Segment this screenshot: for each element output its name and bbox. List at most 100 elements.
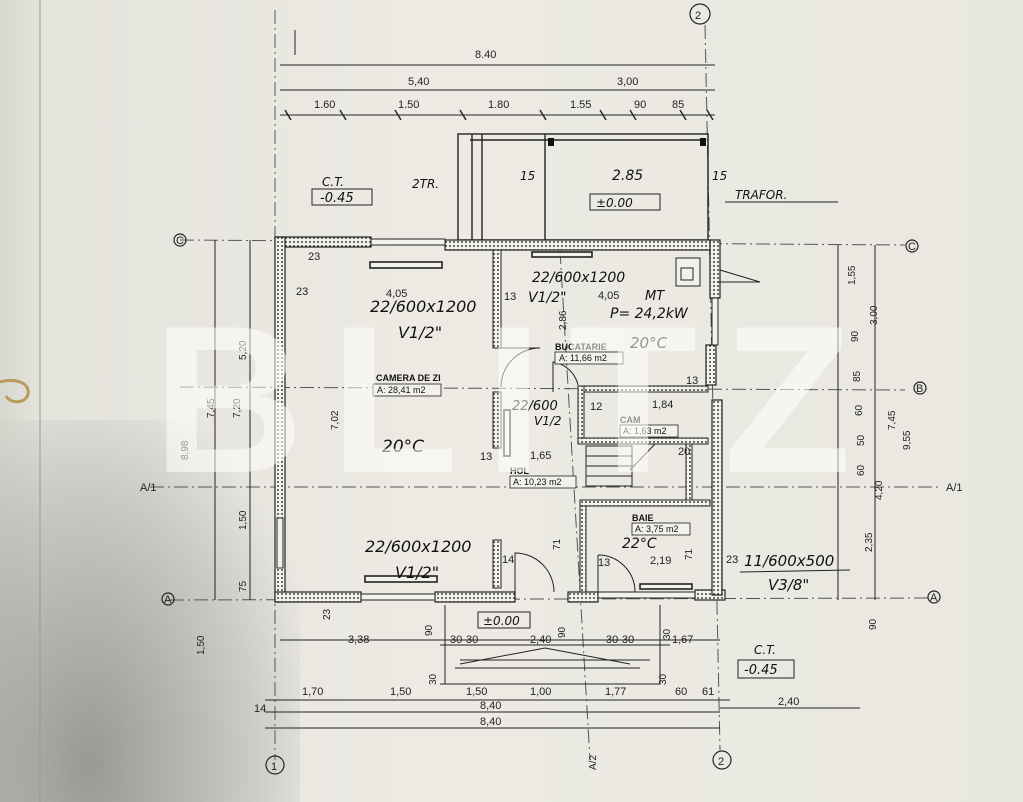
bottom-dim-r1: 30 [622,634,634,646]
bottom-dim-r2: 1,77 [605,686,626,698]
wall-mark: 20 [678,446,690,458]
bucatarie-mt: MT [645,289,665,304]
bottom-dim-r1: 1,67 [672,634,693,646]
bottom-dim-r2: 60 [675,686,687,698]
bucatarie-name: BUCATARIE [555,342,607,352]
ct-top-box [311,188,373,206]
entrance-steps [440,605,670,685]
right-dim: 90 [868,618,879,630]
cam-area: A: 1,63 m2 [623,426,667,436]
left-dim: 7,20 [232,398,243,418]
right-dim-lines [837,245,876,600]
left-dim: 7,45 [206,398,217,418]
wall-mark: 13 [504,291,516,303]
ct-bottom-box [737,659,795,679]
wall-mark: 23 [726,554,738,566]
bottom-dim-r1: 30 [662,628,673,640]
right-dim: 50 [856,434,867,446]
axis-marker-b-right [913,381,927,395]
bottom-dim-r2: 1,70 [302,686,323,698]
camera-radiator-top-valve: V1/2" [398,323,442,342]
left-dim-lines [214,240,251,600]
wall-mark: 23 [322,608,333,620]
ct-top-label: C.T. [322,175,344,189]
axis-label-a-left: A [164,594,172,606]
hol-dim-2: 1,84 [652,399,673,411]
axis-marker-a-left [161,592,175,606]
boiler-equipment [675,257,761,287]
axis-label-b-right: B [916,383,923,395]
right-dim: 7,45 [887,410,898,430]
annex-w15-right: 15 [712,169,727,183]
bottom-step-30b: 30 [658,673,669,685]
right-dim: 2,35 [864,532,875,552]
baie-temp: 22°C [622,536,657,552]
right-dim: 85 [852,370,863,382]
bottom-dim-r1: 30 [606,634,618,646]
baie-width: 2,19 [650,555,671,567]
annex-level-box [589,193,661,211]
bottom-dim-r2: 1,00 [530,686,551,698]
annex-w15-left: 15 [520,169,535,183]
radiators [364,251,693,590]
ct-bottom-value: -0.45 [744,663,778,678]
right-dim: 3,00 [869,305,880,325]
axis-label-a2: A/2 [588,755,599,770]
bottom-step-30: 30 [428,673,439,685]
interior-walls [492,249,711,593]
bottom-dim-r1: 30 [450,634,462,646]
axis-label-2-bottom: 2 [718,756,724,768]
baie-name: BAIE [632,513,654,523]
camera-width: 4,05 [386,288,407,300]
ct-top-value: -0.45 [320,191,354,206]
left-dim: 8,98 [180,440,191,460]
right-dim: 4,20 [874,480,885,500]
axis-marker-a-right [927,590,941,604]
dim-seg-2: 1.50 [398,99,419,111]
wall-mark: 13 [480,451,492,463]
bottom-dim-r1: 90 [424,624,435,636]
bucatarie-power: P= 24,2kW [610,306,689,322]
hol-area: A: 10,23 m2 [513,477,562,487]
axis-label-a1-left: A/1 [140,482,157,494]
bottom-dim-r3: 8,40 [480,716,501,728]
hol-radiator-valve: V1/2 [534,414,562,428]
wall-mark: 14 [502,554,514,566]
entrance-level-box [477,611,531,629]
bottom-dim-lines [265,639,860,729]
annex-outline [457,133,709,241]
bucatarie-height: 2,86 [558,310,569,330]
wall-mark: 13 [686,375,698,387]
windows [276,238,719,601]
bucatarie-area: A: 11,66 m2 [559,353,607,363]
left-dim: 5,20 [238,340,249,360]
bottom-dim-r1: 90 [557,626,568,638]
right-dim: 9,55 [902,430,913,450]
axis-marker-c-right [905,239,919,253]
right-dim: 90 [850,330,861,342]
doors [500,347,657,593]
dim-overall-top: 8.40 [475,49,496,61]
binder-ring-icon [0,379,30,404]
wall-mark: 23 [296,286,308,298]
bucatarie-width: 4,05 [598,290,619,302]
dim-seg-6: 85 [672,99,684,111]
axis-marker-1-bottom [265,755,285,775]
axis-lines [150,10,940,761]
axis-label-a-right: A [930,592,938,604]
entrance-level: ±0.00 [483,614,520,628]
bottom-dim-r3: 8,40 [480,700,501,712]
wall-mark: 71 [552,538,563,550]
shaft [585,445,633,487]
right-dim: 60 [856,464,867,476]
bottom-dim-240: 2,40 [778,696,799,708]
camera-name: CAMERA DE ZI [376,373,441,383]
hol-name: HOL [510,466,530,476]
bottom-dim-r2: 1,50 [390,686,411,698]
bottom-dim-14: 14 [254,703,266,715]
bottom-dim-r1: 2,40 [530,634,551,646]
hol-radiator: 22/600 [512,399,558,414]
bucatarie-radiator: 22/600x1200 [532,270,625,286]
bucatarie-temp: 20°C [630,334,668,352]
